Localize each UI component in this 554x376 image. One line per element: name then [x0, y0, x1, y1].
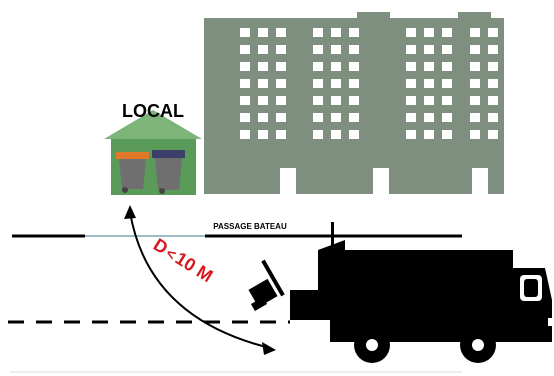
- building-window: [258, 130, 268, 139]
- building-window: [276, 28, 286, 37]
- building-window: [442, 113, 452, 122]
- building-window: [488, 28, 498, 37]
- building-window: [424, 113, 434, 122]
- building-window: [488, 113, 498, 122]
- building-window: [313, 113, 323, 122]
- building-window: [488, 45, 498, 54]
- building-window: [331, 45, 341, 54]
- building-window: [488, 62, 498, 71]
- building-window: [240, 130, 250, 139]
- building-window: [424, 96, 434, 105]
- building-window: [331, 130, 341, 139]
- building-window: [276, 96, 286, 105]
- building-window: [470, 96, 480, 105]
- building-window: [313, 79, 323, 88]
- building-window: [331, 62, 341, 71]
- building-window: [258, 96, 268, 105]
- building-window: [240, 62, 250, 71]
- building-window: [442, 130, 452, 139]
- building-window: [406, 45, 416, 54]
- building-window: [442, 62, 452, 71]
- building-window: [331, 28, 341, 37]
- building-window: [470, 130, 480, 139]
- building-window: [240, 79, 250, 88]
- building-window: [406, 130, 416, 139]
- building-window: [313, 45, 323, 54]
- building-window: [331, 79, 341, 88]
- building-window: [331, 113, 341, 122]
- building-window: [424, 79, 434, 88]
- building-window: [331, 96, 341, 105]
- building-window: [470, 79, 480, 88]
- svg-text:D<10 M: D<10 M: [150, 234, 216, 286]
- building-window: [406, 113, 416, 122]
- distance-label: D<10 M: [150, 234, 216, 286]
- building-window: [276, 62, 286, 71]
- building-window: [258, 45, 268, 54]
- building-window: [349, 113, 359, 122]
- local-label: LOCAL: [122, 101, 184, 121]
- building-window: [349, 96, 359, 105]
- building-window: [258, 62, 268, 71]
- passage-bateau-label: PASSAGE BATEAU: [213, 222, 287, 231]
- building-window: [470, 62, 480, 71]
- building-window: [349, 28, 359, 37]
- distance-value: 10 M: [172, 248, 217, 286]
- building-window: [349, 62, 359, 71]
- building-window: [240, 113, 250, 122]
- building-window: [442, 28, 452, 37]
- building-window: [349, 79, 359, 88]
- building-icon: [204, 12, 504, 194]
- building-window: [258, 28, 268, 37]
- building-window: [313, 62, 323, 71]
- building-window: [258, 113, 268, 122]
- building-window: [488, 96, 498, 105]
- building-window: [424, 62, 434, 71]
- building-window: [240, 96, 250, 105]
- building-window: [313, 96, 323, 105]
- building-window: [470, 28, 480, 37]
- building-window: [240, 28, 250, 37]
- building-window: [406, 96, 416, 105]
- building-window: [488, 79, 498, 88]
- building-window: [470, 113, 480, 122]
- building-window: [424, 130, 434, 139]
- building-window: [349, 130, 359, 139]
- building-window: [442, 79, 452, 88]
- building-window: [488, 130, 498, 139]
- garbage-truck-icon: [248, 222, 554, 363]
- building-window: [470, 45, 480, 54]
- building-window: [313, 28, 323, 37]
- building-window: [276, 45, 286, 54]
- building-window: [276, 130, 286, 139]
- building-window: [424, 28, 434, 37]
- building-window: [313, 130, 323, 139]
- building-window: [276, 113, 286, 122]
- building-window: [406, 28, 416, 37]
- building-window: [406, 62, 416, 71]
- building-window: [240, 45, 250, 54]
- building-window: [442, 96, 452, 105]
- building-window: [276, 79, 286, 88]
- building-window: [424, 45, 434, 54]
- building-window: [258, 79, 268, 88]
- building-window: [406, 79, 416, 88]
- building-window: [349, 45, 359, 54]
- building-window: [442, 45, 452, 54]
